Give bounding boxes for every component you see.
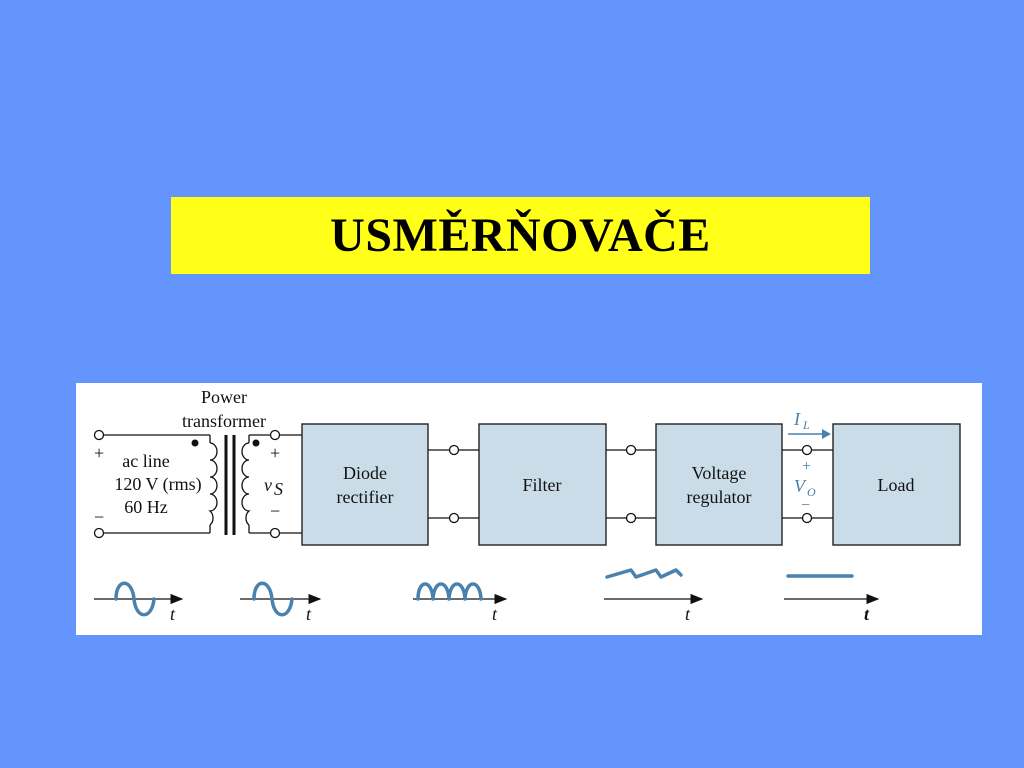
input-terminal-bottom [93, 527, 105, 539]
transformer-label-line1: Power [201, 387, 247, 407]
secondary-terminal-top [269, 429, 281, 441]
secondary-voltage-symbol: v [264, 475, 272, 495]
secondary-minus: − [270, 501, 280, 521]
output-plus: + [801, 458, 812, 475]
time-label-5: t [864, 604, 870, 624]
secondary-voltage-subscript: S [274, 479, 283, 499]
output-minus: − [800, 497, 811, 514]
filter-block [478, 423, 607, 546]
time-label-2: t [306, 604, 312, 624]
load-current-symbol: I [793, 409, 801, 429]
primary-polarity-dot [191, 439, 199, 447]
waveform-dc: t [784, 574, 880, 624]
secondary-polarity-dot [252, 439, 260, 447]
output-voltage-symbol: V [794, 476, 807, 496]
secondary-plus: + [270, 443, 280, 463]
secondary-terminal-bottom [269, 527, 281, 539]
power-supply-block-diagram: Power transformer + − ac line 120 V (rms… [76, 383, 982, 635]
voltage-regulator-block [655, 423, 783, 546]
slide-title: USMĚRŇOVAČE [330, 209, 711, 262]
load-block [832, 423, 961, 546]
diagram-svg: Power transformer + − ac line 120 V (rms… [93, 387, 961, 624]
secondary-wiring [248, 429, 302, 539]
waveform-rectified: t [413, 582, 508, 624]
input-label-line3: 60 Hz [124, 497, 168, 517]
input-label-line1: ac line [122, 451, 169, 471]
rectifier-filter-connection [428, 444, 479, 524]
rectifier-label-line1: Diode [343, 463, 387, 483]
time-label-1: t [170, 604, 176, 624]
regulator-load-connection [782, 444, 833, 524]
output-voltage-subscript: O [807, 485, 816, 499]
input-plus: + [94, 443, 104, 463]
waveform-secondary-sine: t [240, 581, 322, 624]
diode-rectifier-block [301, 423, 429, 546]
time-label-4: t [685, 604, 691, 624]
input-label-line2: 120 V (rms) [114, 474, 201, 495]
time-label-3: t [492, 604, 498, 624]
input-terminal-top [93, 429, 105, 441]
transformer-label-line2: transformer [182, 411, 266, 431]
rectifier-label-line2: rectifier [337, 487, 394, 507]
load-current-arrow [788, 429, 831, 439]
transformer-symbol [191, 435, 260, 535]
regulator-label-line1: Voltage [692, 463, 747, 483]
load-label: Load [878, 475, 915, 495]
title-box: USMĚRŇOVAČE [171, 197, 870, 274]
input-minus: − [94, 507, 104, 527]
filter-label: Filter [523, 475, 562, 495]
load-current-subscript: L [802, 418, 810, 432]
regulator-label-line2: regulator [687, 487, 752, 507]
waveform-ripple: t [604, 568, 704, 624]
filter-regulator-connection [606, 444, 656, 524]
waveform-input-sine: t [94, 581, 184, 624]
input-wiring [93, 429, 211, 539]
